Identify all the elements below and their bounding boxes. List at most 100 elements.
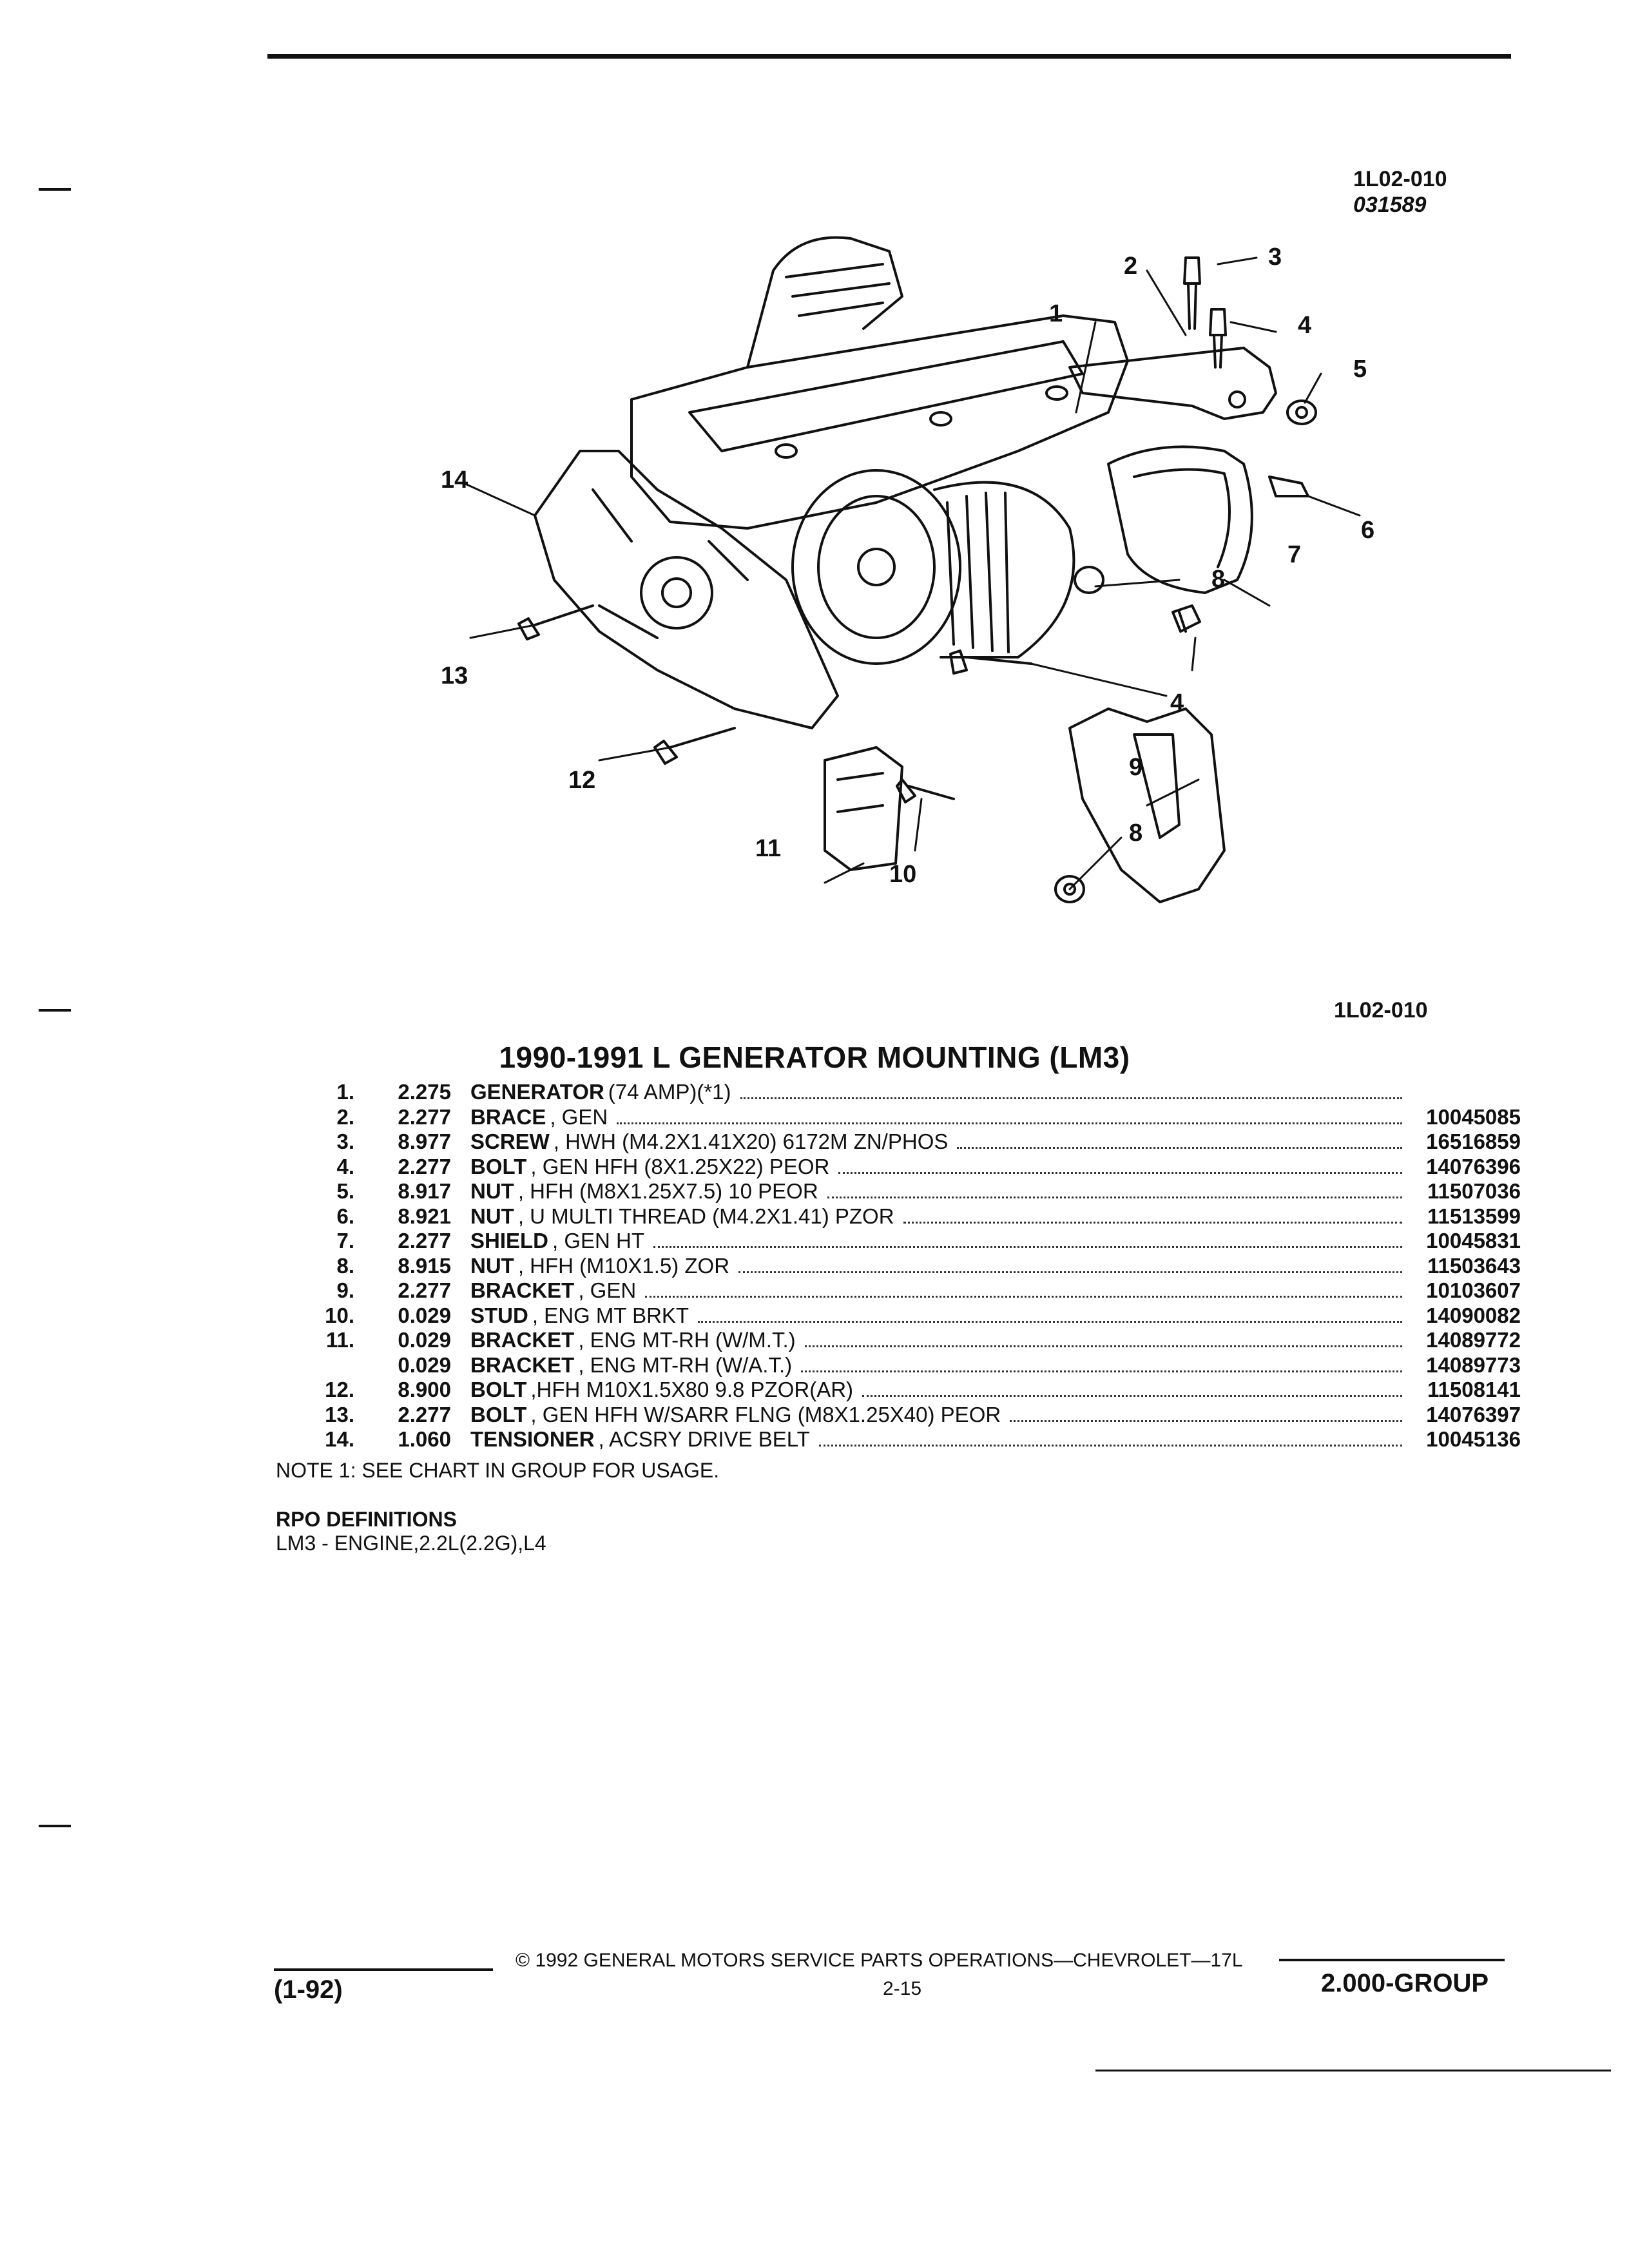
part-description: BOLT, GEN HFH (8X1.25X22) PEOR	[470, 1155, 1411, 1180]
tensioner	[534, 450, 839, 729]
callout-4b: 4	[1170, 689, 1184, 716]
part-name: NUT	[470, 1204, 514, 1228]
dot-leader	[838, 1171, 1402, 1174]
part-spec: , GEN	[578, 1278, 637, 1302]
item-number: 7.	[336, 1229, 354, 1253]
dot-leader	[801, 1370, 1402, 1372]
figure-code-footer: 1L02-010	[1334, 998, 1428, 1023]
part-description: BOLT, GEN HFH W/SARR FLNG (M8X1.25X40) P…	[470, 1403, 1411, 1428]
part-spec: , GEN HFH W/SARR FLNG (M8X1.25X40) PEOR	[530, 1402, 1001, 1427]
part-description: BRACKET, ENG MT-RH (W/M.T.)	[470, 1328, 1411, 1353]
part-description: BRACKET, ENG MT-RH (W/A.T.)	[470, 1353, 1411, 1378]
generator-body	[791, 469, 1075, 665]
part-name: GENERATOR	[470, 1080, 604, 1104]
part-name: BRACKET	[470, 1352, 575, 1377]
part-description: STUD, ENG MT BRKT	[470, 1303, 1411, 1329]
part-description: BRACKET, GEN	[470, 1278, 1411, 1303]
shield	[1107, 445, 1253, 594]
item-number: 11.	[325, 1328, 354, 1352]
revision-date: (1-92)	[274, 1975, 343, 2004]
part-number: 11503643	[1427, 1253, 1521, 1278]
callout-8b: 8	[1129, 820, 1143, 847]
parts-row: 9. 2.277 BRACKET, GEN 10103607	[271, 1278, 1521, 1303]
part-name: STUD	[470, 1303, 528, 1327]
figure-code-header: 1L02-010 031589	[1353, 166, 1447, 218]
part-number: 11513599	[1427, 1204, 1521, 1228]
part-number: 14089773	[1426, 1352, 1521, 1377]
parts-row: 0.029 BRACKET, ENG MT-RH (W/A.T.) 14089773	[271, 1353, 1521, 1378]
item-number: 6.	[336, 1204, 354, 1228]
part-spec: , U MULTI THREAD (M4.2X1.41) PZOR	[517, 1204, 894, 1228]
generator-mounting-diagram	[463, 236, 1361, 903]
part-name: SHIELD	[470, 1229, 549, 1253]
dot-leader	[818, 1445, 1402, 1446]
usage-note: NOTE 1: SEE CHART IN GROUP FOR USAGE.	[276, 1459, 720, 1482]
group-code: 2.277	[398, 1278, 451, 1302]
part-name: BRACE	[470, 1104, 546, 1129]
bottom-rule	[1095, 2070, 1611, 2071]
callout-1: 1	[1049, 300, 1063, 327]
margin-mark	[39, 188, 71, 191]
dot-leader	[617, 1122, 1402, 1124]
leader-lines	[463, 256, 1361, 890]
rpo-text: LM3 - ENGINE,2.2L(2.2G),L4	[276, 1532, 546, 1555]
group-code: 0.029	[398, 1303, 451, 1327]
copyright-line: © 1992 GENERAL MOTORS SERVICE PARTS OPER…	[516, 1950, 1243, 1971]
dot-leader	[740, 1097, 1402, 1099]
group-code: 8.977	[398, 1129, 451, 1153]
dot-leader	[804, 1345, 1402, 1347]
part-number: 10045136	[1426, 1427, 1521, 1451]
part-spec: , GEN HT	[552, 1229, 645, 1253]
callout-14: 14	[441, 466, 468, 494]
page-number: 2-15	[883, 1978, 922, 1999]
margin-mark	[39, 1009, 71, 1012]
group-number: 2.000-GROUP	[1321, 1969, 1489, 1997]
callout-13: 13	[441, 662, 468, 689]
item-number: 12.	[325, 1378, 354, 1401]
group-code: 8.900	[398, 1378, 451, 1401]
date-code: 031589	[1353, 193, 1427, 217]
dot-leader	[903, 1221, 1402, 1224]
item-number: 2.	[336, 1104, 354, 1129]
callout-8: 8	[1211, 566, 1226, 593]
part-spec: , HFH (M10X1.5) ZOR	[517, 1253, 730, 1278]
group-code: 0.029	[398, 1328, 451, 1352]
callout-3: 3	[1268, 244, 1282, 271]
part-name: BRACKET	[470, 1278, 575, 1302]
item-number: 10.	[325, 1303, 354, 1327]
item-number: 14.	[325, 1427, 354, 1451]
dot-leader	[698, 1320, 1402, 1323]
callout-7: 7	[1287, 541, 1302, 568]
callout-6: 6	[1361, 517, 1375, 544]
part-spec: ,HFH M10X1.5X80 9.8 PZOR(AR)	[530, 1378, 854, 1401]
margin-mark	[39, 1825, 71, 1827]
group-code: 0.029	[398, 1352, 451, 1377]
part-description: TENSIONER, ACSRY DRIVE BELT	[470, 1427, 1411, 1452]
part-description: GENERATOR(74 AMP)(*1)	[470, 1080, 1411, 1105]
footer-rule-right	[1279, 1959, 1505, 1961]
group-code: 8.917	[398, 1179, 451, 1203]
part-name: NUT	[470, 1253, 514, 1278]
callout-11: 11	[755, 835, 782, 862]
part-number: 10103607	[1426, 1278, 1521, 1302]
part-spec: , ENG MT-RH (W/M.T.)	[578, 1328, 796, 1352]
engine-block	[630, 236, 1129, 530]
item-number: 9.	[336, 1278, 354, 1302]
page-title: 1990-1991 L GENERATOR MOUNTING (LM3)	[499, 1041, 1130, 1074]
part-description: NUT, HFH (M8X1.25X7.5) 10 PEOR	[470, 1179, 1411, 1204]
group-code: 2.277	[398, 1402, 451, 1427]
part-number: 11507036	[1427, 1179, 1521, 1203]
part-name: SCREW	[470, 1129, 550, 1153]
part-spec: , GEN HFH (8X1.25X22) PEOR	[530, 1154, 830, 1178]
